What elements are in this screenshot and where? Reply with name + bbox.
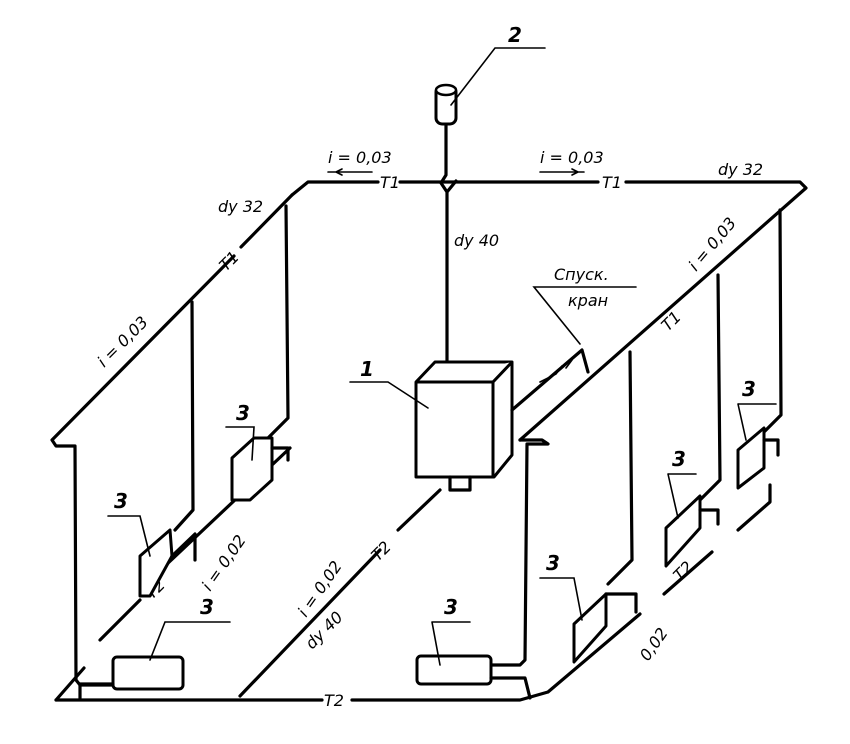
label-drain-valve-2: кран xyxy=(568,291,608,310)
riser-right-1 xyxy=(606,350,634,586)
callout-3-left-upper: 3 xyxy=(236,401,250,425)
callout-leader-radiator xyxy=(107,515,151,557)
callout-3-right-lower: 3 xyxy=(546,551,560,575)
label-slope-left-riser: i = 0,03 xyxy=(93,312,151,370)
label-t2-right: T2 xyxy=(669,557,697,585)
drain-valve-pipe xyxy=(510,348,590,412)
callout-leader-radiator xyxy=(431,621,471,666)
riser-right-2 xyxy=(698,273,722,502)
label-drain-valve-1: Спуск. xyxy=(554,265,609,284)
slope-arrow-top-right xyxy=(539,168,585,176)
label-t1-top-left: T1 xyxy=(380,173,400,192)
label-t1-top-right: T1 xyxy=(602,173,622,192)
radiator-bottom-left xyxy=(78,655,185,700)
riser-left-1 xyxy=(173,300,195,532)
callout-2: 2 xyxy=(508,23,522,47)
boiler-outlet-stub xyxy=(448,475,472,492)
label-slope-top-right: i = 0,03 xyxy=(540,148,604,167)
radiator-bottom-center xyxy=(415,654,532,700)
callout-leader-radiator xyxy=(225,426,255,461)
label-slope-return-left: i = 0,02 xyxy=(198,531,250,594)
riser-right-3 xyxy=(760,208,783,436)
label-diam-main-riser: dу 40 xyxy=(454,231,499,250)
label-diam-supply-left: dу 32 xyxy=(218,197,263,216)
callout-leader-boiler xyxy=(349,381,429,409)
label-diam-supply-right: dу 32 xyxy=(718,160,763,179)
radiator-left-lower xyxy=(138,528,197,598)
callout-3-right-middle: 3 xyxy=(672,447,686,471)
boiler xyxy=(414,360,514,479)
callout-leader-radiator xyxy=(737,403,777,441)
callout-leader-radiator xyxy=(149,621,231,661)
slope-arrow-top-left xyxy=(327,168,373,176)
riser-left-2 xyxy=(264,204,290,442)
callout-1: 1 xyxy=(360,357,374,381)
label-slope-right-riser: i = 0,03 xyxy=(685,214,740,275)
label-slope-top-left: i = 0,03 xyxy=(328,148,392,167)
label-t1-right: T1 xyxy=(657,307,685,335)
drain-valve-symbol xyxy=(539,359,573,383)
callout-leader-tank xyxy=(450,47,546,106)
callout-3-bottom-center: 3 xyxy=(444,595,458,619)
callout-leader-radiator xyxy=(667,473,697,519)
radiator-right-lower xyxy=(572,592,638,664)
radiator-right-middle xyxy=(664,494,720,568)
radiator-right-upper xyxy=(736,426,780,490)
return-riser-center-right xyxy=(473,438,550,667)
callout-leader-drain xyxy=(532,286,637,345)
callout-3-right-upper: 3 xyxy=(742,377,756,401)
callout-3-bottom-left: 3 xyxy=(200,595,214,619)
return-pipe-bottom xyxy=(54,483,772,702)
label-slope-return-right: 0,02 xyxy=(636,624,672,664)
callout-3-left-lower: 3 xyxy=(114,489,128,513)
expansion-tank xyxy=(434,83,458,126)
return-pipe-center xyxy=(238,488,442,698)
radiator-left-upper xyxy=(230,436,290,502)
callout-leader-radiator xyxy=(539,577,583,621)
supply-pipe-top xyxy=(290,180,808,442)
label-t2-bottom: T2 xyxy=(324,691,344,710)
